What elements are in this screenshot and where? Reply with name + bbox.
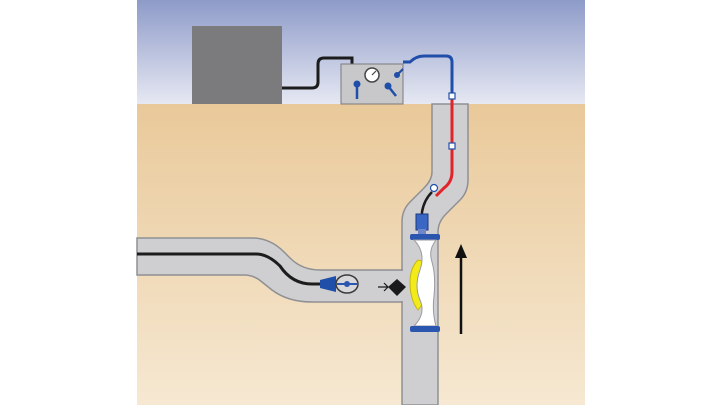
gauge-needle	[371, 70, 377, 76]
blue-hose	[403, 54, 454, 96]
cutter-head	[388, 279, 406, 296]
inflatable-packer	[410, 234, 440, 332]
hose-coupler	[448, 92, 456, 100]
packer-top-cap	[410, 234, 440, 240]
packer-connector-neck	[418, 229, 426, 235]
red-hose	[434, 96, 454, 198]
packer-feed-line	[420, 191, 433, 216]
valve-handle-icon	[384, 82, 397, 97]
machine-unit	[192, 26, 282, 104]
valve-handle-icon	[394, 68, 404, 78]
hose-coupler	[448, 142, 456, 150]
valve-handle-icon	[353, 80, 361, 99]
machine-cable	[282, 56, 354, 90]
lateral-robot	[320, 274, 359, 294]
lateral-cable	[137, 252, 330, 286]
hose-coupler	[429, 183, 439, 193]
packer-connector	[415, 213, 429, 231]
packer-bottom-cap	[410, 326, 440, 332]
cutter-shaft	[378, 282, 389, 292]
direction-arrow-icon	[455, 244, 467, 334]
